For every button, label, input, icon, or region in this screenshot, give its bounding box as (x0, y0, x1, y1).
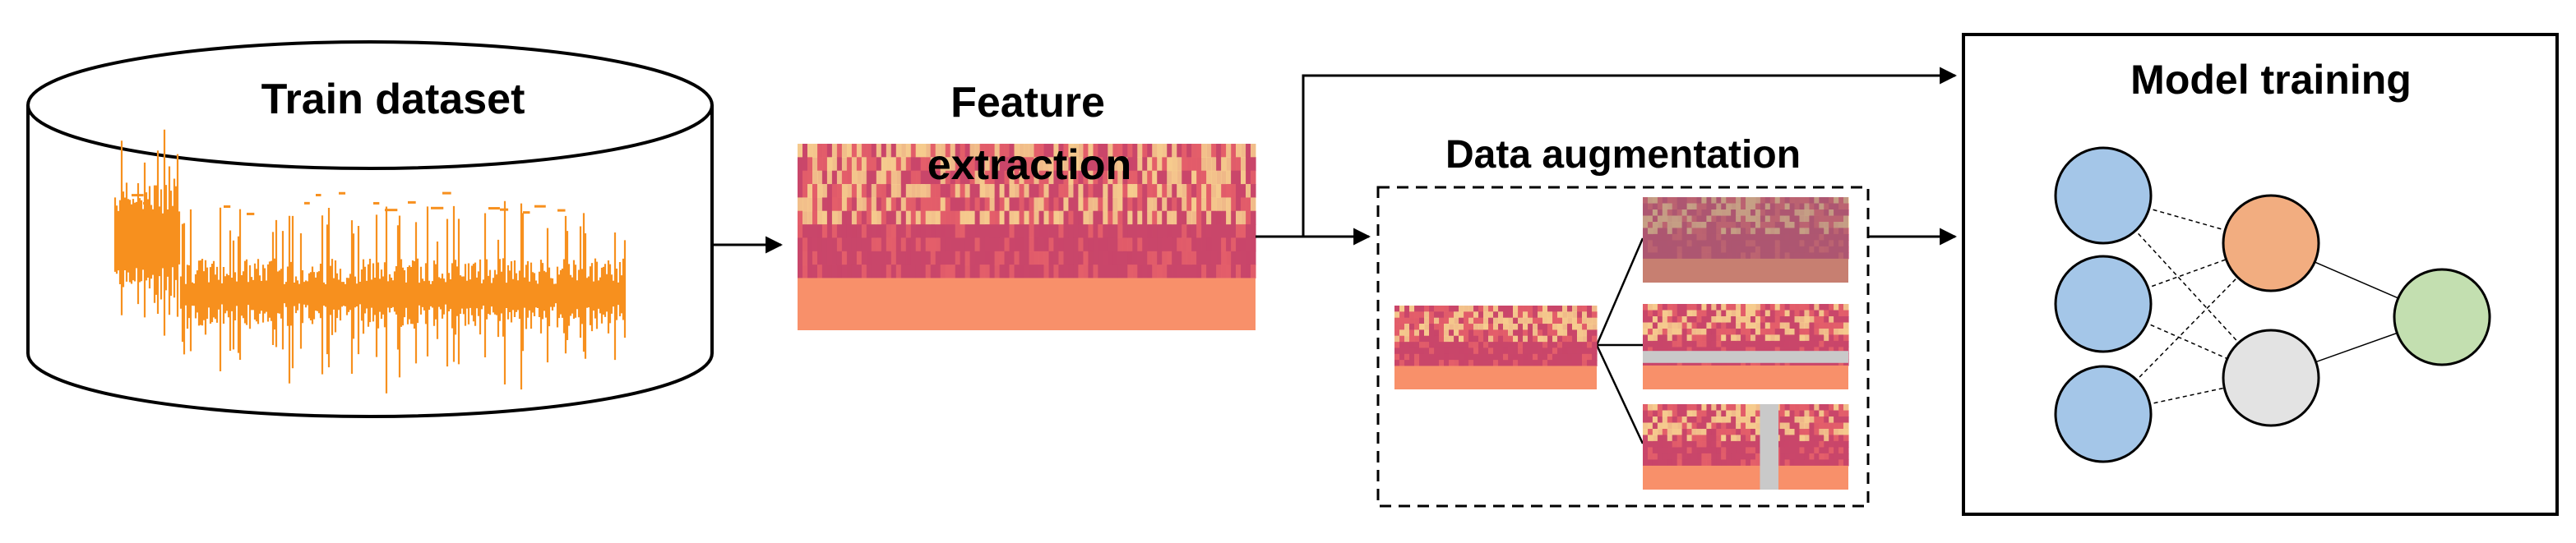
train-dataset-title: Train dataset (261, 76, 525, 123)
data-augmentation-title: Data augmentation (1445, 133, 1801, 177)
feature-spectrogram (798, 144, 1256, 330)
augmented-spectrogram-time-mask (1643, 404, 1849, 490)
audio-waveform (113, 129, 627, 393)
augmentation-branch-lines (1595, 237, 1644, 444)
feature-extraction-title-line2: extraction (927, 141, 1132, 189)
neural-network (2054, 146, 2491, 463)
augmentation-input-spectrogram (1394, 306, 1598, 389)
augmented-spectrogram-frequency-mask (1643, 304, 1849, 389)
model-training-title: Model training (2130, 57, 2412, 103)
arrow-feature-to-training (1256, 67, 1958, 238)
feature-extraction-title-line1: Feature (950, 79, 1105, 127)
augmentation-box (1376, 186, 1870, 508)
augmented-spectrogram-gain (1643, 197, 1849, 283)
